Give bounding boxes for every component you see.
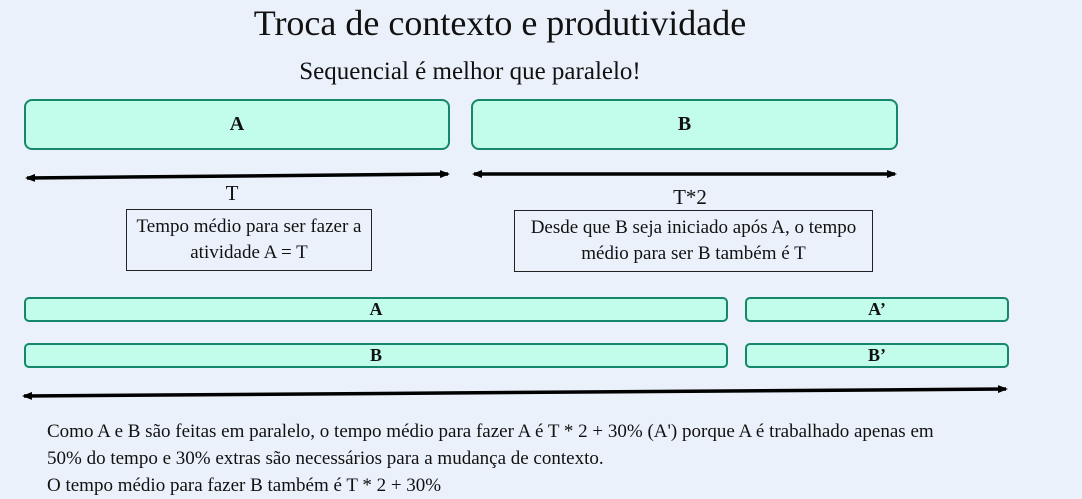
parallel-b-overhead-box: B’ [745, 343, 1009, 368]
description-line-1: Como A e B são feitas em paralelo, o tem… [47, 421, 934, 442]
duration-a-label: T [225, 181, 239, 205]
task-b-label: B [677, 113, 692, 135]
description-line-2: 50% do tempo e 30% extras são necessário… [47, 448, 604, 469]
parallel-a-box: A [24, 297, 728, 322]
arrow-parallel-timeline [22, 385, 1008, 400]
description: Como A e B são feitas em paralelo, o tem… [47, 418, 1082, 499]
note-b: Desde que B seja iniciado após A, o temp… [514, 210, 873, 272]
task-a-label: A [229, 113, 245, 135]
note-a: Tempo médio para ser fazer a atividade A… [126, 209, 372, 271]
description-line-3: O tempo médio para fazer B também é T * … [47, 475, 442, 496]
parallel-b-overhead-label: B’ [868, 345, 886, 365]
parallel-b-box: B [24, 343, 728, 368]
subtitle: Sequencial é melhor que paralelo! [299, 58, 641, 85]
parallel-b-label: B [369, 345, 382, 365]
arrow-duration-a [25, 170, 450, 182]
parallel-a-overhead-label: A’ [868, 299, 886, 319]
parallel-a-label: A [369, 299, 383, 319]
page-title: Troca de contexto e produtividade [253, 3, 747, 43]
task-b-box: B [471, 99, 898, 150]
task-a-box: A [24, 99, 450, 150]
parallel-a-overhead-box: A’ [745, 297, 1009, 322]
duration-b-label: T*2 [673, 185, 707, 209]
